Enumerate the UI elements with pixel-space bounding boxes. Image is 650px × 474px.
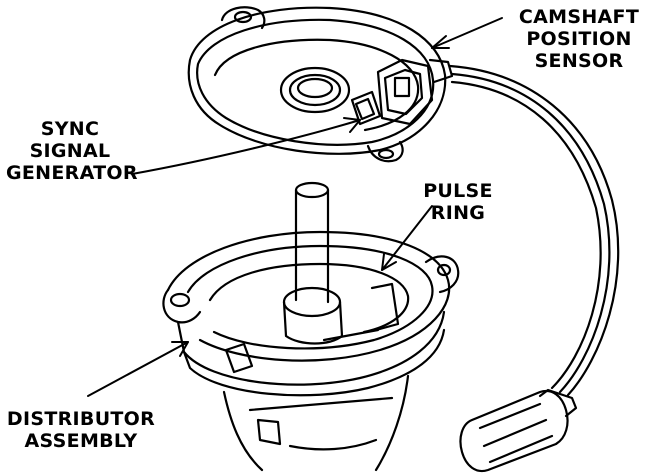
sync-generator-line-3: GENERATOR: [6, 162, 138, 184]
camshaft-sensor-label: CAMSHAFT POSITION SENSOR: [510, 6, 648, 72]
sync-generator-arrowhead: [343, 117, 361, 133]
distributor-label: DISTRIBUTOR ASSEMBLY: [6, 408, 156, 452]
camshaft-sensor-line-2: POSITION: [526, 28, 632, 50]
camshaft-sensor-arrowhead: [431, 35, 450, 49]
distributor-line-1: DISTRIBUTOR: [6, 408, 156, 430]
distributor-arrowhead: [171, 341, 189, 357]
sync-generator-leader: [131, 119, 361, 175]
distributor-line-2: ASSEMBLY: [24, 430, 138, 452]
leader-lines: [87, 17, 503, 397]
pulse-ring-leader: [381, 205, 433, 271]
pulse-ring-arrowhead: [381, 253, 397, 271]
wire-connector: [459, 388, 578, 473]
sensor-plate: [187, 6, 454, 163]
pulse-ring-line-2: RING: [430, 202, 486, 224]
pulse-ring-line-1: PULSE: [423, 180, 493, 202]
sync-generator-label: SYNC SIGNAL GENERATOR: [6, 118, 138, 184]
camshaft-sensor-line-3: SENSOR: [534, 50, 624, 72]
distributor-leader: [87, 341, 189, 397]
pulse-ring-label: PULSE RING: [412, 180, 504, 224]
sync-generator-line-1: SYNC: [40, 118, 100, 140]
sensor-cable: [448, 64, 620, 397]
sync-generator-line-2: SIGNAL: [29, 140, 111, 162]
camshaft-sensor-line-1: CAMSHAFT: [518, 6, 640, 28]
distributor-body: [162, 181, 460, 472]
camshaft-sensor-leader: [431, 17, 503, 49]
